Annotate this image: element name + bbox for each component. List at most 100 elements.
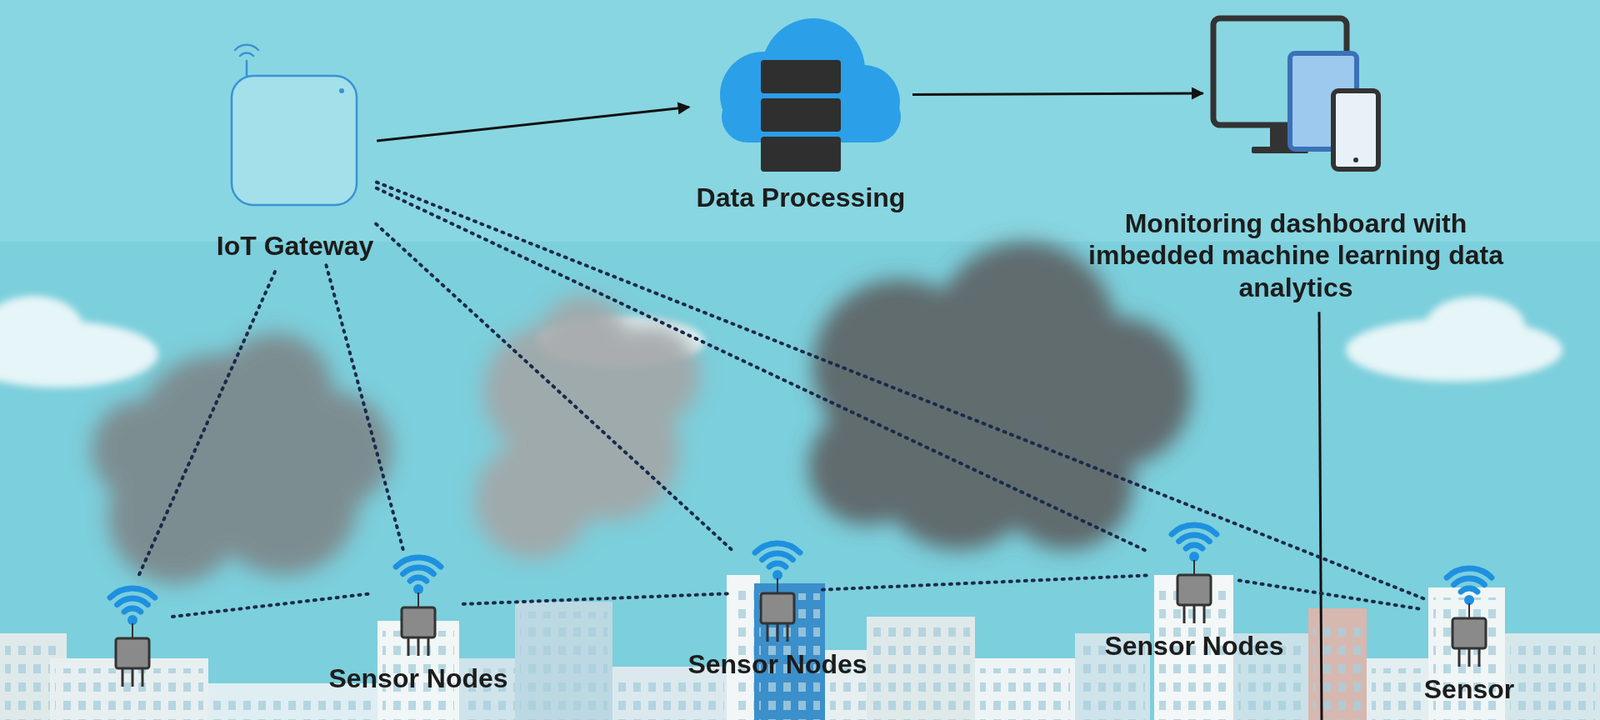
arrow-connector	[376, 107, 690, 142]
sensor-node-icon	[117, 598, 149, 605]
building-windows	[617, 676, 725, 720]
white-cloud	[1425, 296, 1525, 357]
building-wall	[1366, 658, 1429, 720]
sensor-pins	[1184, 605, 1205, 624]
sensor-node-icon	[141, 668, 145, 687]
sensor-node-icon	[131, 623, 134, 639]
wifi-symbol	[395, 557, 441, 581]
wifi-symbol	[755, 543, 800, 567]
gateway-icon	[228, 37, 362, 209]
node-label: IoT Gateway	[216, 230, 375, 262]
smog-cloud	[808, 241, 1192, 550]
building	[866, 616, 975, 720]
sensor-node: Sensor Nodes	[328, 552, 508, 695]
building-wall	[866, 616, 975, 720]
sensor-pins	[767, 623, 788, 642]
sensor-node-icon	[124, 608, 141, 612]
building-windows	[871, 626, 970, 720]
sensor-node-icon	[110, 588, 155, 612]
smog-cloud	[475, 295, 700, 559]
sensor-node-icon	[110, 588, 155, 598]
sensor-pins	[408, 637, 429, 656]
phone	[1333, 90, 1379, 170]
building-wall	[1505, 633, 1600, 720]
sensor-node: Sensor	[1424, 563, 1515, 705]
sensor-wire	[1193, 560, 1195, 575]
sensor-icon	[735, 538, 820, 645]
wireless-link	[463, 593, 733, 605]
smog-cloud	[91, 241, 1192, 584]
gateway-led	[339, 88, 345, 94]
dash-icon	[1206, 11, 1386, 175]
sensor-node-icon	[131, 668, 135, 687]
building-wall	[515, 601, 613, 720]
node-label: Data Processing	[696, 181, 906, 214]
smog-cloud	[808, 408, 925, 525]
sensor-node: Sensor Nodes	[687, 538, 867, 680]
node-label: Sensor Nodes	[328, 662, 508, 695]
sensor-icon	[1152, 520, 1236, 627]
dotted-link	[137, 271, 275, 579]
dotted-link	[137, 271, 374, 617]
building-windows	[980, 668, 1070, 720]
wireless-link	[822, 575, 1150, 590]
upper-band	[0, 0, 1600, 242]
building-windows	[1510, 643, 1595, 720]
sensor-wire	[776, 578, 779, 594]
smog-cloud	[91, 333, 392, 584]
skyline	[0, 575, 1600, 720]
wifi-symbol	[1171, 525, 1217, 549]
smog-cloud	[475, 441, 592, 559]
sensor-node-icon	[115, 638, 150, 669]
wireless-link	[376, 188, 1150, 553]
sensor-chip	[1177, 575, 1211, 605]
building-windows	[55, 668, 204, 720]
building-windows	[1371, 668, 1424, 720]
node-label: Monitoring dashboard with imbedded machi…	[1070, 207, 1521, 304]
dash-node: Monitoring dashboard with imbedded machi…	[1070, 11, 1521, 304]
sensor-icon	[1427, 563, 1511, 670]
smog-cloud	[91, 400, 192, 500]
cloud-node: Data Processing	[692, 11, 910, 214]
sensor-chip	[1452, 618, 1486, 649]
building	[975, 658, 1075, 720]
sensor-node-icon	[121, 668, 125, 687]
building	[1366, 658, 1429, 720]
sensor-pins	[1459, 648, 1480, 667]
server-stack	[760, 60, 841, 172]
smog-cloud	[275, 391, 392, 509]
node-label: Sensor Nodes	[1104, 630, 1284, 662]
building-windows	[213, 693, 395, 720]
dotted-link	[172, 593, 374, 617]
white-cloud	[0, 295, 84, 363]
building	[515, 601, 613, 720]
gateway-box	[231, 75, 357, 205]
smog-cloud	[537, 295, 630, 388]
gateway-node: IoT Gateway	[216, 37, 375, 262]
building-wall	[975, 658, 1075, 720]
leader-line	[1319, 311, 1322, 720]
building	[1308, 608, 1367, 720]
sensor-node-icon	[110, 588, 155, 687]
sensor-wire	[1468, 603, 1470, 619]
sensor-icon	[376, 552, 460, 660]
node-label: Sensor	[1424, 673, 1515, 705]
cloud-icon	[692, 11, 910, 179]
monitor-stand	[1270, 126, 1290, 148]
building-windows	[520, 611, 608, 720]
sensor-node-icon	[122, 668, 143, 687]
building-wall	[1308, 608, 1367, 720]
cloud-shape	[720, 18, 901, 143]
sensor-chip	[401, 607, 435, 638]
sensor-chip	[760, 593, 795, 624]
building	[1505, 633, 1600, 720]
node-label: Sensor Nodes	[687, 648, 867, 680]
sensor-node: Sensor Nodes	[1104, 520, 1284, 662]
wifi-symbol	[1446, 568, 1492, 592]
phone-button	[1353, 157, 1359, 163]
sensor-wire	[417, 592, 420, 608]
wireless-link	[325, 265, 403, 550]
gateway-antenna	[235, 45, 259, 76]
